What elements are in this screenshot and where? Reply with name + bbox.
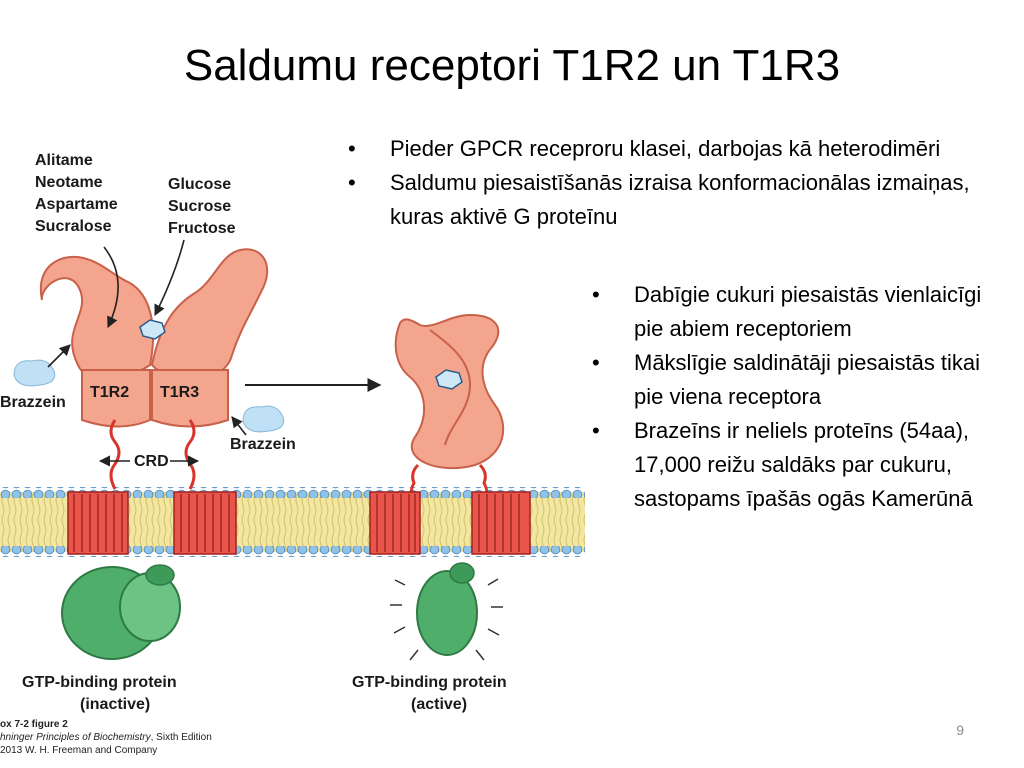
bullet-item: Pieder GPCR receproru klasei, darbojas k… bbox=[348, 132, 988, 166]
caption-edition: , Sixth Edition bbox=[150, 732, 212, 743]
slide-title: Saldumu receptori T1R2 un T1R3 bbox=[183, 41, 841, 90]
sugar-molecule-icon bbox=[139, 319, 166, 340]
gtp-active-label-line2: (active) bbox=[411, 696, 467, 713]
crd-linker bbox=[109, 419, 121, 490]
crd-label: CRD bbox=[134, 453, 169, 470]
brazzein-icon bbox=[13, 359, 56, 387]
sugar-molecule-icon bbox=[435, 369, 463, 390]
receptor-dimer-active bbox=[394, 313, 505, 470]
bullet-item: Brazeīns ir neliels proteīns (54aa), 17,… bbox=[592, 414, 1002, 516]
pointer-arrow bbox=[103, 246, 119, 329]
caption-book-line: hninger Principles of Biochemistry, Sixt… bbox=[0, 731, 212, 744]
brazzein-label-left: Brazzein bbox=[0, 394, 66, 411]
receptor-label-t1r3: T1R3 bbox=[160, 384, 199, 401]
transmembrane-helices-t1r2 bbox=[67, 491, 129, 555]
slide-number: 9 bbox=[956, 722, 964, 738]
sweetener-label-aspartame: Aspartame bbox=[35, 196, 118, 213]
bullet-item: Dabīgie cukuri piesaistās vienlaicīgi pi… bbox=[592, 278, 1002, 346]
transmembrane-helices-active-left bbox=[369, 491, 421, 555]
sweetener-label-alitame: Alitame bbox=[35, 152, 93, 169]
sweetener-label-sucralose: Sucralose bbox=[35, 218, 112, 235]
receptor-t1r3 bbox=[150, 248, 269, 428]
bullet-list-top: Pieder GPCR receproru klasei, darbojas k… bbox=[348, 132, 988, 234]
brazzein-icon bbox=[242, 405, 285, 433]
bullet-item: Saldumu piesaistīšanās izraisa konformac… bbox=[348, 166, 988, 234]
receptor-label-t1r2: T1R2 bbox=[90, 384, 129, 401]
pointer-arrow bbox=[231, 416, 247, 436]
sweetener-label-neotame: Neotame bbox=[35, 174, 103, 191]
caption-figure-id: ox 7-2 figure 2 bbox=[0, 719, 68, 730]
sugar-label-glucose: Glucose bbox=[168, 176, 231, 193]
pointer-arrow bbox=[47, 344, 71, 368]
caption-copyright: 2013 W. H. Freeman and Company bbox=[0, 745, 158, 756]
gtp-inactive-label-line1: GTP-binding protein bbox=[22, 674, 177, 691]
transmembrane-helices-active-right bbox=[471, 491, 531, 555]
gtp-active-label-line1: GTP-binding protein bbox=[352, 674, 507, 691]
g-protein-inactive bbox=[61, 564, 181, 660]
gtp-inactive-label-line2: (inactive) bbox=[80, 696, 150, 713]
brazzein-label-right: Brazzein bbox=[230, 436, 296, 453]
receptor-diagram: Alitame Neotame Aspartame Sucralose Gluc… bbox=[0, 152, 585, 713]
receptor-t1r2 bbox=[39, 255, 154, 428]
bullet-item: Mākslīgie saldinātāji piesaistās tikai p… bbox=[592, 346, 1002, 414]
sugar-label-fructose: Fructose bbox=[168, 220, 236, 237]
transmembrane-helices-t1r3 bbox=[173, 491, 237, 555]
g-protein-active bbox=[390, 562, 503, 661]
figure-caption: ox 7-2 figure 2 hninger Principles of Bi… bbox=[0, 718, 212, 757]
pointer-arrow bbox=[154, 239, 185, 317]
caption-book-title: hninger Principles of Biochemistry bbox=[0, 732, 151, 743]
sugar-label-sucrose: Sucrose bbox=[168, 198, 231, 215]
bullet-list-right: Dabīgie cukuri piesaistās vienlaicīgi pi… bbox=[592, 278, 1002, 516]
